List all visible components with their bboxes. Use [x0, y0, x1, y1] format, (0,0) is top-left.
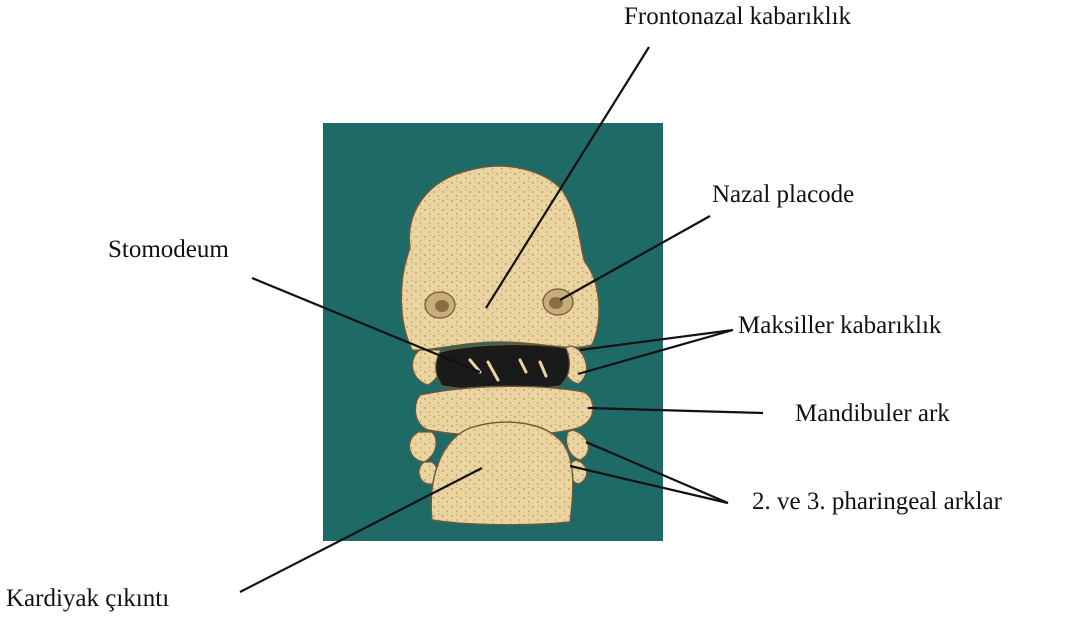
label-pharingeal: 2. ve 3. pharingeal arklar: [752, 489, 1002, 514]
label-stomodeum: Stomodeum: [108, 237, 229, 262]
label-nazal-placode: Nazal placode: [712, 182, 854, 207]
label-frontonazal: Frontonazal kabarıklık: [624, 4, 851, 29]
label-mandibuler: Mandibuler ark: [795, 401, 950, 426]
left-nasal-pit: [435, 300, 449, 312]
stomodeum-opening: [436, 345, 570, 391]
label-maksiller: Maksiller kabarıklık: [738, 313, 941, 338]
label-kardiyak: Kardiyak çıkıntı: [6, 586, 169, 611]
